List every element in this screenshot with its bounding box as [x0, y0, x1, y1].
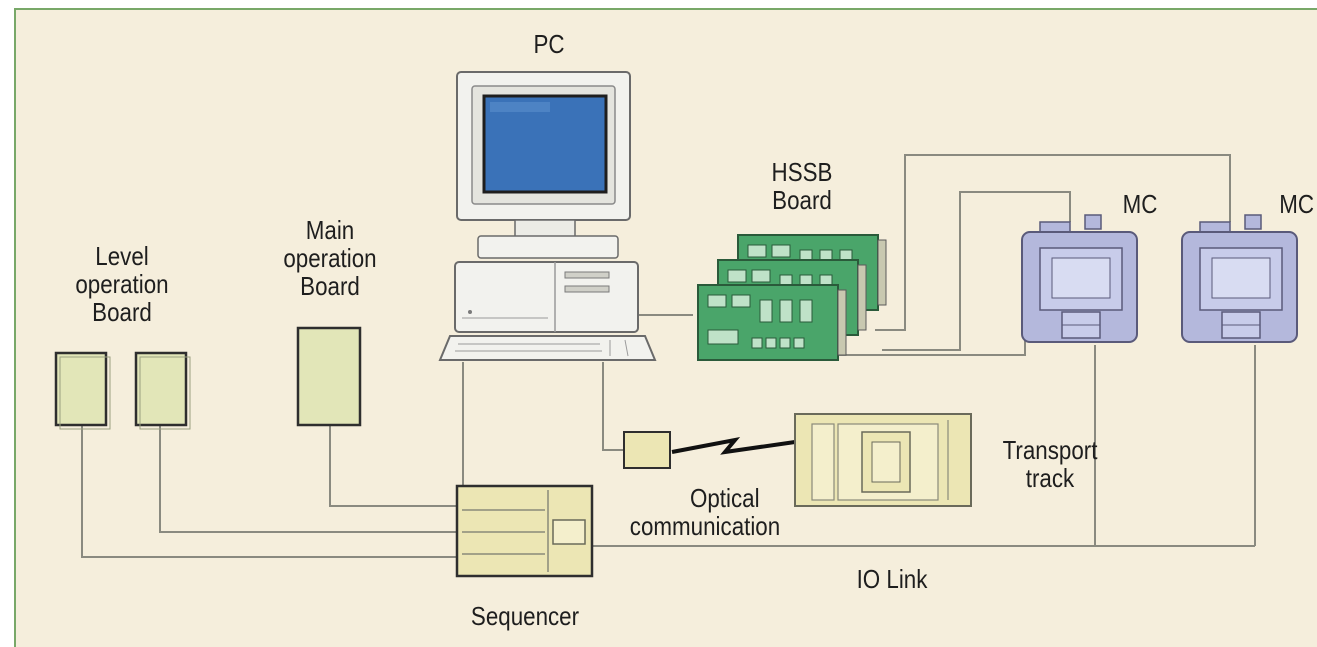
optical-communication-label-line-2: communication	[629, 511, 781, 541]
wire-level-board-2	[159, 425, 460, 533]
hssb-board-label-line-2: Board	[772, 185, 832, 215]
optical-module	[623, 431, 671, 469]
io-link-label: IO Link	[856, 564, 928, 594]
level-board-unit-1	[54, 351, 108, 427]
main-operation-board-label-line-3: Board	[300, 271, 360, 301]
pc-label: PC	[533, 29, 565, 59]
level-board-unit-2	[134, 351, 188, 427]
level-operation-board-label-line-3: Board	[92, 297, 152, 327]
mc-label-2: MC	[1279, 189, 1314, 219]
pc-computer	[438, 71, 657, 361]
main-operation-board-label: Main operation Board	[278, 216, 381, 300]
wire-hssb-mc2	[875, 154, 1231, 331]
wire-hssb-mc1	[882, 191, 1071, 351]
level-operation-board-label-line-2: operation	[75, 269, 169, 299]
wire-hssb-return	[820, 340, 1026, 356]
sequencer-label: Sequencer	[470, 601, 580, 631]
mc-unit-2	[1181, 214, 1298, 343]
level-operation-board-units	[54, 351, 191, 430]
optical-communication-label: Optical communication	[628, 484, 783, 540]
main-operation-board-label-line-2: operation	[283, 243, 377, 273]
main-operation-board-unit	[296, 326, 362, 427]
transport-track-label-line-2: track	[1025, 463, 1075, 493]
wire-level-board-1	[81, 425, 460, 558]
connection-wires	[81, 154, 1256, 558]
hssb-board-label: HSSB Board	[759, 158, 845, 214]
transport-track-unit	[794, 413, 972, 507]
mc-unit-1	[1021, 214, 1138, 343]
transport-track-label: Transport track	[986, 436, 1115, 492]
hssb-board-label-line-1: HSSB	[771, 157, 833, 187]
wire-pc-optical	[602, 362, 625, 451]
sequencer-unit	[455, 484, 594, 578]
wire-main-board	[329, 425, 460, 507]
transport-track-label-line-1: Transport	[1002, 435, 1098, 465]
pc-system-unit	[454, 261, 639, 333]
pc-keyboard	[438, 335, 657, 361]
main-operation-board-label-line-1: Main	[305, 215, 355, 245]
optical-communication-label-line-1: Optical	[689, 483, 760, 513]
hssb-circuit-boards	[697, 234, 887, 361]
level-operation-board-label: Level operation Board	[70, 242, 173, 326]
mc-label-1: MC	[1122, 189, 1158, 219]
level-operation-board-label-line-1: Level	[95, 241, 149, 271]
optical-link-bolt	[671, 436, 796, 455]
